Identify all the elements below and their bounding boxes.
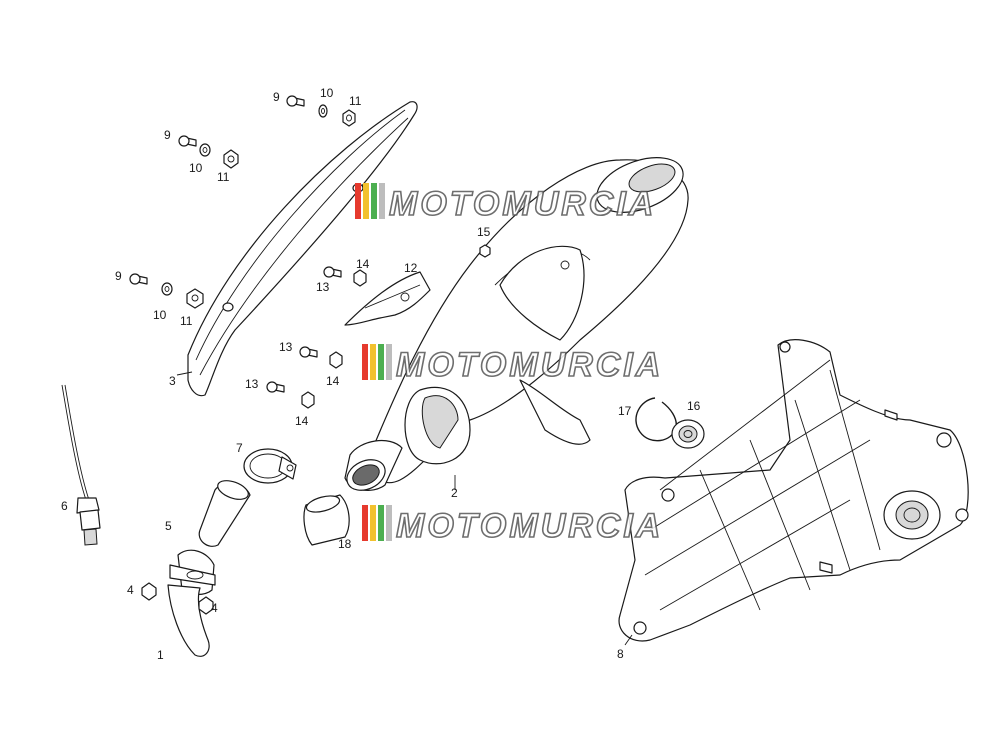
nut-4-right xyxy=(198,596,214,615)
part-lambda-sensor xyxy=(61,384,101,546)
callout-13: 13 xyxy=(316,280,330,294)
watermark-stripe-yellow xyxy=(370,344,376,380)
part-bracket xyxy=(344,271,431,326)
callout-13: 13 xyxy=(245,377,259,391)
fastener-group-lower xyxy=(129,273,204,309)
callout-3: 3 xyxy=(169,374,176,388)
callout-1: 1 xyxy=(157,648,164,662)
fastener-group-middle xyxy=(178,135,239,169)
callout-9: 9 xyxy=(164,128,171,142)
bolt-set-lower xyxy=(266,381,315,409)
callout-15: 15 xyxy=(477,225,491,239)
watermark-stripe-red xyxy=(362,344,368,380)
nut-4-left xyxy=(141,582,157,601)
callout-16: 16 xyxy=(687,399,701,413)
part-swingarm-bracket xyxy=(618,339,969,642)
bolt-set-upper xyxy=(323,266,367,287)
callout-4: 4 xyxy=(211,601,218,615)
callout-10: 10 xyxy=(153,308,167,322)
leader-lines xyxy=(176,371,633,646)
callout-labels: 9 10 11 9 10 11 9 10 11 3 15 14 13 12 13… xyxy=(61,86,701,662)
callout-14: 14 xyxy=(356,257,370,271)
watermark-top: MOTOMURCIA xyxy=(355,183,656,224)
bolt-set-middle xyxy=(299,346,343,369)
callout-2: 2 xyxy=(451,486,458,500)
watermark-stripe-green xyxy=(371,183,377,219)
part-gasket-sleeve xyxy=(303,494,350,546)
watermark-stripe-grey xyxy=(386,505,392,541)
callout-5: 5 xyxy=(165,519,172,533)
watermark-stripe-green xyxy=(378,344,384,380)
callout-12: 12 xyxy=(404,261,418,275)
callout-9: 9 xyxy=(115,269,122,283)
part-muffler xyxy=(344,157,689,491)
watermark-stripe-red xyxy=(362,505,368,541)
callout-17: 17 xyxy=(618,404,632,418)
watermark-stripe-red xyxy=(355,183,361,219)
part-circlip xyxy=(635,397,677,442)
callout-4: 4 xyxy=(127,583,134,597)
callout-8: 8 xyxy=(617,647,624,661)
part-washer-15 xyxy=(479,244,491,258)
callout-10: 10 xyxy=(320,86,334,100)
watermark-text: MOTOMURCIA xyxy=(396,507,663,545)
watermark-bottom: MOTOMURCIA xyxy=(362,505,663,546)
watermark-text: MOTOMURCIA xyxy=(396,346,663,384)
callout-11: 11 xyxy=(349,94,362,108)
callout-11: 11 xyxy=(180,314,193,328)
callout-14: 14 xyxy=(326,374,340,388)
part-heat-shield xyxy=(187,101,418,397)
callout-14: 14 xyxy=(295,414,309,428)
callout-7: 7 xyxy=(236,441,243,455)
callout-10: 10 xyxy=(189,161,203,175)
watermark-stripe-green xyxy=(378,505,384,541)
callout-6: 6 xyxy=(61,499,68,513)
callout-11: 11 xyxy=(217,170,230,184)
callout-9: 9 xyxy=(273,90,280,104)
callout-13: 13 xyxy=(279,340,293,354)
watermark-stripe-grey xyxy=(379,183,385,219)
part-bearing xyxy=(671,419,705,449)
watermark-stripe-yellow xyxy=(370,505,376,541)
part-exhaust-pipe xyxy=(167,480,251,657)
watermark-stripe-grey xyxy=(386,344,392,380)
part-clamp xyxy=(243,448,297,484)
fastener-group-top xyxy=(286,95,356,127)
callout-18: 18 xyxy=(338,537,352,551)
watermark-stripe-yellow xyxy=(363,183,369,219)
watermark-text: MOTOMURCIA xyxy=(389,185,656,223)
watermark-middle: MOTOMURCIA xyxy=(362,344,663,385)
